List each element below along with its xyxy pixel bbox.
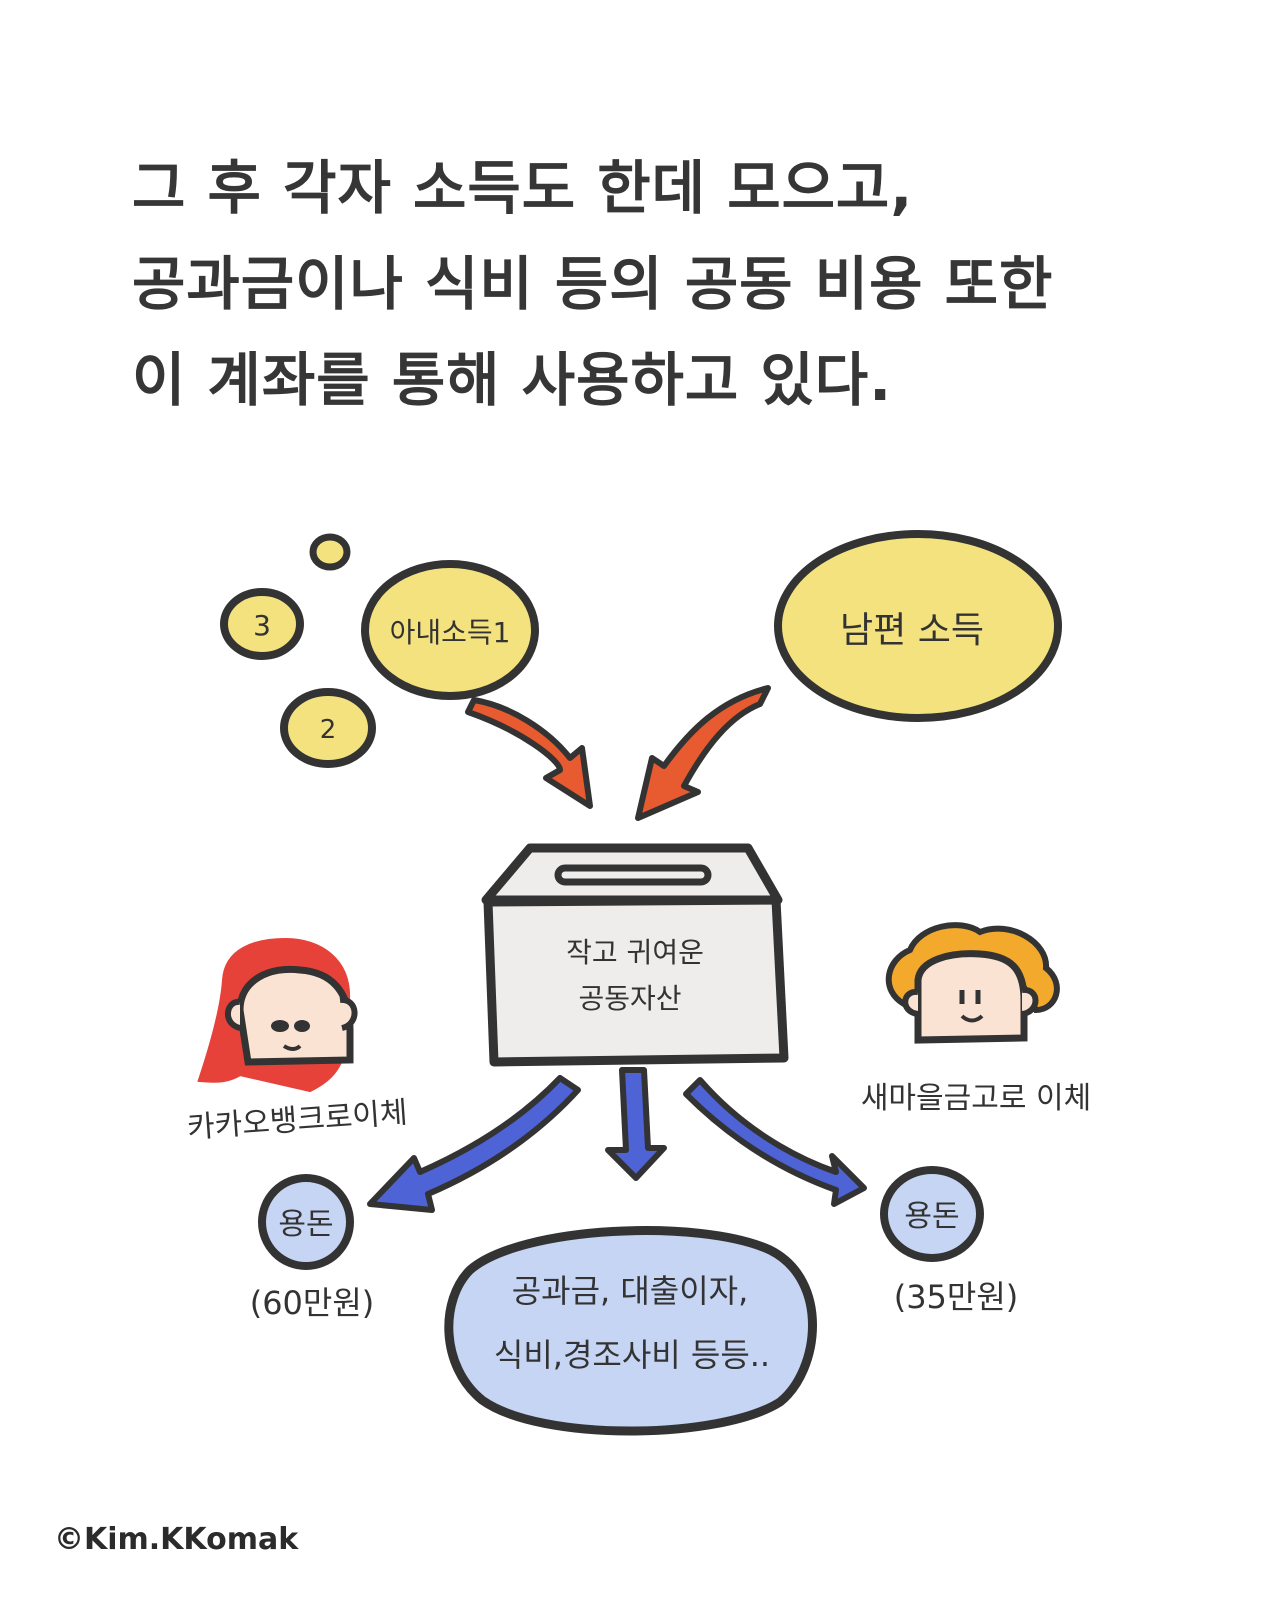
husband-avatar: [885, 922, 1060, 1044]
author-credit: ©Kim.KKomak: [54, 1522, 299, 1557]
box-label-line-1: 작고 귀여운: [566, 936, 704, 969]
wife-income-1-bubble: 아내소득1: [361, 560, 539, 700]
wife-income-2-bubble: 2: [280, 688, 376, 768]
headline-line-1: 그 후 각자 소득도 한데 모으고,: [132, 154, 914, 222]
wife-eye-left: [271, 1020, 289, 1032]
headline: 그 후 각자 소득도 한데 모으고, 공과금이나 식비 등의 공동 비용 또한 …: [132, 140, 1212, 428]
husband-allowance-amount: (35만원): [894, 1278, 1019, 1316]
wife-eye-right: [294, 1020, 310, 1032]
husband-income-arrow: [635, 685, 771, 821]
wife-allowance-amount: (60만원): [250, 1284, 375, 1322]
wife-avatar: [197, 937, 358, 1093]
wife-transfer-label: 카카오뱅크로이체: [186, 1095, 409, 1145]
wife-income-arrow: [465, 697, 593, 809]
husband-transfer-label: 새마을금고로 이체: [861, 1081, 1091, 1116]
shared-costs-bubble: 공과금, 대출이자, 식비,경조사비 등등..: [444, 1226, 817, 1436]
husband-income-text: 남편 소득: [840, 610, 984, 651]
husband-income-bubble: 남편 소득: [774, 530, 1062, 722]
shared-asset-box: 작고 귀여운 공동자산: [481, 843, 789, 1067]
box-label-line-2: 공동자산: [578, 982, 681, 1015]
allowance-wife-arrow: [367, 1075, 581, 1213]
husband-allowance-label: 용돈: [904, 1199, 959, 1234]
husband-allowance-bubble: 용돈: [880, 1166, 984, 1262]
shared-costs-line-1: 공과금, 대출이자,: [512, 1272, 749, 1310]
thought-dot: [309, 533, 351, 571]
shared-costs-line-2: 식비,경조사비 등등..: [494, 1336, 770, 1374]
headline-line-2: 공과금이나 식비 등의 공동 비용 또한: [132, 250, 1054, 318]
allowance-husband-arrow: [683, 1077, 867, 1207]
wife-income-3-text: 3: [253, 609, 271, 642]
shared-costs-arrow: [605, 1067, 667, 1181]
headline-line-3: 이 계좌를 통해 사용하고 있다.: [132, 346, 893, 414]
wife-allowance-label: 용돈: [278, 1207, 333, 1242]
wife-income-2-text: 2: [320, 715, 337, 745]
wife-income-3-bubble: 3: [220, 588, 304, 660]
wife-allowance-bubble: 용돈: [258, 1174, 354, 1270]
wife-income-1-text: 아내소득1: [390, 616, 511, 649]
